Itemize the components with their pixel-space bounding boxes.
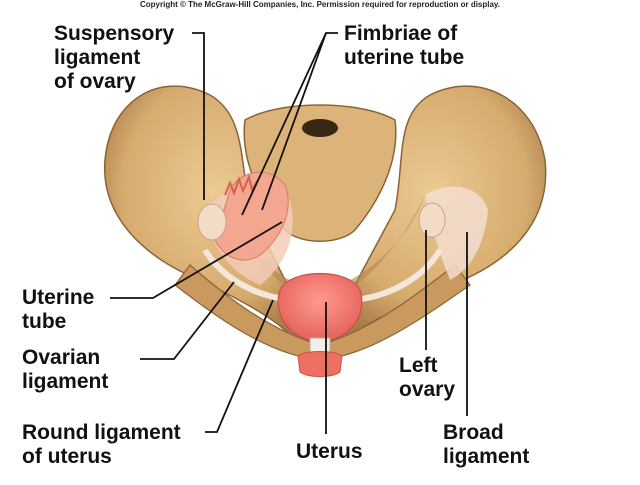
- right-ovary-shape: [197, 203, 227, 241]
- sacral-canal: [302, 119, 338, 137]
- label-line: ligament: [22, 370, 109, 393]
- label-uterus: Uterus: [296, 440, 363, 464]
- fimbriae: [224, 173, 259, 196]
- label-line: Fimbriae of: [344, 22, 458, 45]
- label-line: ligament: [54, 46, 141, 69]
- leader-fimbriae-2: [261, 32, 327, 211]
- label-line: ovary: [399, 378, 456, 401]
- label-line: tube: [22, 310, 67, 333]
- leader-uterine-tube: [110, 221, 283, 299]
- label-line: uterine tube: [344, 46, 465, 69]
- pubic-rim: [174, 264, 471, 361]
- leader-suspensory: [192, 32, 205, 200]
- label-line: Broad: [443, 421, 504, 444]
- label-line: of ovary: [54, 70, 136, 93]
- leader-ovarian: [140, 281, 235, 360]
- leader-lines: [110, 32, 468, 434]
- label-broad-ligament: Broad ligament: [443, 421, 529, 469]
- label-line: ligament: [443, 445, 530, 468]
- copyright-notice: Copyright © The McGraw-Hill Companies, I…: [139, 0, 501, 9]
- left-ovary-shape: [418, 202, 446, 238]
- label-left-ovary: Left ovary: [399, 354, 455, 402]
- label-line: Suspensory: [54, 22, 175, 45]
- label-line: Left: [399, 354, 438, 377]
- leader-round: [205, 299, 274, 433]
- label-line: of uterus: [22, 445, 112, 468]
- label-line: Uterine: [22, 286, 95, 309]
- label-ovarian-ligament: Ovarian ligament: [22, 346, 108, 394]
- vagina: [297, 351, 343, 377]
- label-line: Ovarian: [22, 346, 101, 369]
- label-line: Uterus: [296, 440, 363, 463]
- label-fimbriae: Fimbriae of uterine tube: [344, 22, 464, 70]
- right-ligament-band: [354, 248, 443, 303]
- left-uterine-tube: [214, 171, 289, 261]
- label-suspensory-ligament: Suspensory ligament of ovary: [54, 22, 174, 94]
- label-uterine-tube: Uterine tube: [22, 286, 94, 334]
- uterus-body: [277, 273, 363, 343]
- label-line: Round ligament: [22, 421, 181, 444]
- label-round-ligament: Round ligament of uterus: [22, 421, 181, 469]
